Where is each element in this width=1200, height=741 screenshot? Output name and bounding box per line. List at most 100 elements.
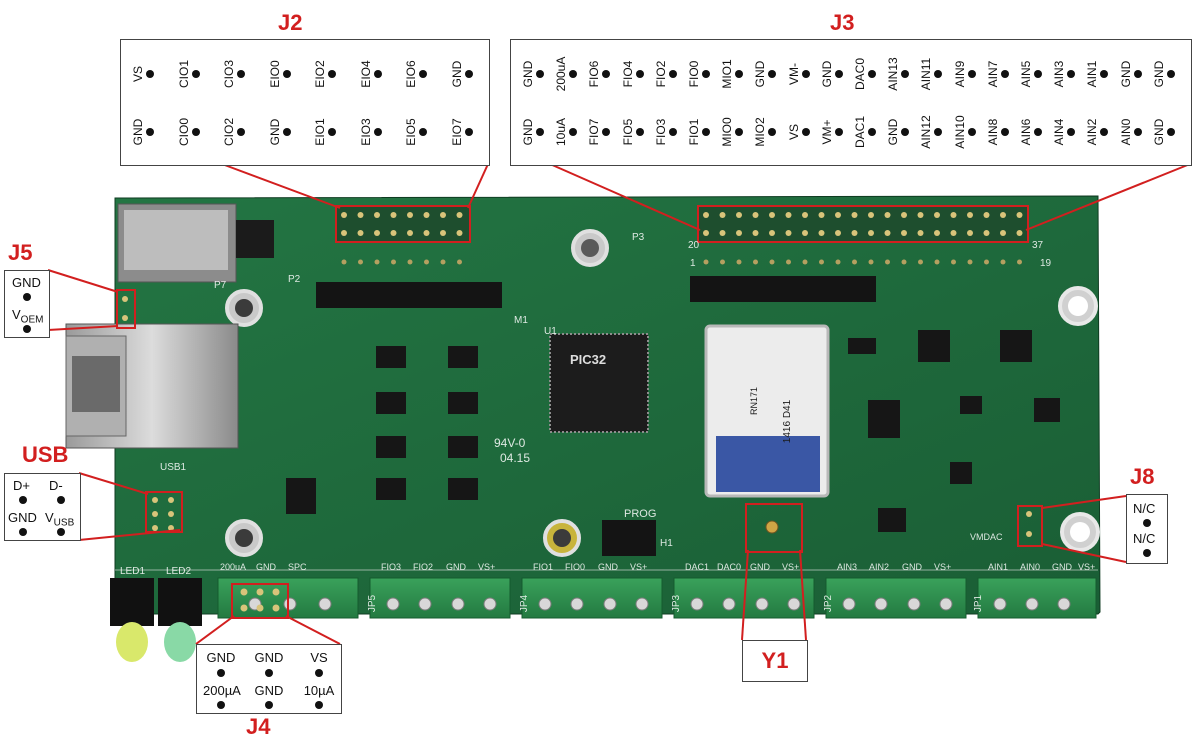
ethernet-jack <box>65 323 239 449</box>
prog-header <box>602 520 656 556</box>
j3-top-pin-label: AIN5 <box>1019 60 1033 88</box>
j2-bottom-pin-dot <box>146 128 154 136</box>
header-pin <box>1016 230 1023 236</box>
j3-bottom-pin-dot <box>1034 128 1042 136</box>
header-pin <box>835 230 841 236</box>
j3-bottom-pin-dot <box>536 128 544 136</box>
header-pin <box>1000 230 1006 236</box>
j3-bottom-pin-dot <box>1067 128 1076 136</box>
j2-bottom-pin-label: EIO5 <box>404 118 418 146</box>
j2-top-pin-label: CIO3 <box>222 60 236 89</box>
header-pin <box>703 230 709 236</box>
j2-bottom-pin-dot <box>373 128 382 136</box>
terminal-label: GND <box>256 562 276 572</box>
j3-top-pin-label: AIN11 <box>919 57 934 91</box>
j2-top-pin-dot <box>237 70 245 78</box>
j3-top-pin-label: AIN3 <box>1052 60 1067 88</box>
header-pin <box>703 259 709 265</box>
j2-top-pin-dot <box>191 70 200 78</box>
j3-bottom-pin-dot <box>735 128 744 136</box>
silk-jp1: JP1 <box>973 594 985 613</box>
header-pin <box>818 212 825 218</box>
j8-nc2-label: N/C <box>1133 531 1156 546</box>
silk-20: 20 <box>688 240 700 251</box>
j3-bottom-pin-dot <box>702 128 710 136</box>
terminal-label: FIO2 <box>413 562 434 572</box>
silk-date: 04.15 <box>500 451 531 465</box>
j3-header <box>697 205 1029 243</box>
mcu-brand: PIC32 <box>570 352 607 367</box>
header-pin <box>719 212 726 218</box>
header-pin <box>967 212 973 218</box>
terminal-label: AIN1 <box>988 562 1009 572</box>
j3-bottom-pin-label: AIN0 <box>1118 118 1133 146</box>
terminal-label: VS+ <box>934 562 952 572</box>
silk-prog: PROG <box>624 508 657 520</box>
terminal-label: GND <box>446 562 466 572</box>
header-pin <box>785 212 792 218</box>
header-pin <box>456 230 463 236</box>
header-pin <box>720 259 725 265</box>
j3-bottom-pin-label: VM+ <box>819 119 834 145</box>
j2-bottom-pin-label: GND <box>267 118 282 146</box>
j3-top-pin-dot <box>735 70 744 78</box>
header-pin <box>901 259 907 265</box>
header-pin <box>934 230 940 236</box>
j3-top-pin-dot <box>1133 70 1142 78</box>
j3-top-pin-label: AIN1 <box>1085 60 1100 88</box>
header-pin <box>736 230 742 236</box>
header-pin <box>1000 259 1006 265</box>
j3-top-pin-dot <box>536 70 544 78</box>
j3-top-pin-dot <box>934 70 943 78</box>
j3-bottom-pin-dot <box>1166 128 1175 136</box>
usb-pinout-box: D+ D- GND VUSB <box>4 473 81 541</box>
silk-m1: M1 <box>514 315 528 326</box>
j3-top-pin-dot <box>1034 70 1042 78</box>
j3-top-pin-label: GND <box>1118 60 1133 88</box>
terminal-label: VS+ <box>630 562 648 572</box>
j3-top-pin-label: GND <box>1151 60 1166 88</box>
j2-bottom-pin-dot <box>328 128 336 136</box>
header-pin <box>357 230 364 236</box>
j2-bottom-pin-label: EIO7 <box>449 118 464 146</box>
j2-header <box>335 205 471 243</box>
j5-pin2-dot <box>23 325 31 333</box>
header-pin <box>934 212 940 218</box>
j2-bottom-pin-dot <box>464 128 473 136</box>
j3-top-pin-label: AIN9 <box>952 60 967 88</box>
j2-top-pin-label: CIO1 <box>176 60 191 89</box>
header-pin <box>423 212 430 218</box>
j8-pinout-box: N/C N/C <box>1126 494 1168 564</box>
j8-nc1-label: N/C <box>1133 501 1156 516</box>
header-pin <box>802 212 808 218</box>
j3-bottom-pin-label: 10uA <box>554 117 569 147</box>
header-pin <box>374 212 380 218</box>
terminal-label: GND <box>598 562 618 572</box>
header-pin <box>950 212 957 218</box>
j3-top-pin-dot <box>1067 70 1076 78</box>
silk-led2: LED2 <box>166 566 192 577</box>
silk-p2: P2 <box>288 274 301 285</box>
j4-row2-label: 200µA <box>203 683 241 698</box>
header-pin <box>374 230 380 236</box>
header-pin <box>802 230 808 236</box>
ics <box>286 330 1060 532</box>
header-pin <box>934 259 940 265</box>
j2-top-pin-dot <box>419 70 427 78</box>
terminal-label: GND <box>902 562 922 572</box>
terminal-label: SPC <box>288 562 307 572</box>
j3-top-pin-label: AIN13 <box>886 57 901 91</box>
header-pin <box>390 212 397 218</box>
header-pin <box>440 230 446 236</box>
header-pin <box>918 259 923 265</box>
header-pin <box>736 259 742 265</box>
j3-bottom-pin-dot <box>668 128 677 136</box>
j2-bottom-pin-dot <box>282 128 291 136</box>
j5-gnd-label: GND <box>12 275 41 290</box>
j4-row1-dot <box>315 669 323 677</box>
header-pin <box>785 230 792 236</box>
usb-vusb-label: VUSB <box>45 510 75 529</box>
module-text: RN171 <box>749 386 760 416</box>
j5-pin1-dot <box>23 293 31 301</box>
